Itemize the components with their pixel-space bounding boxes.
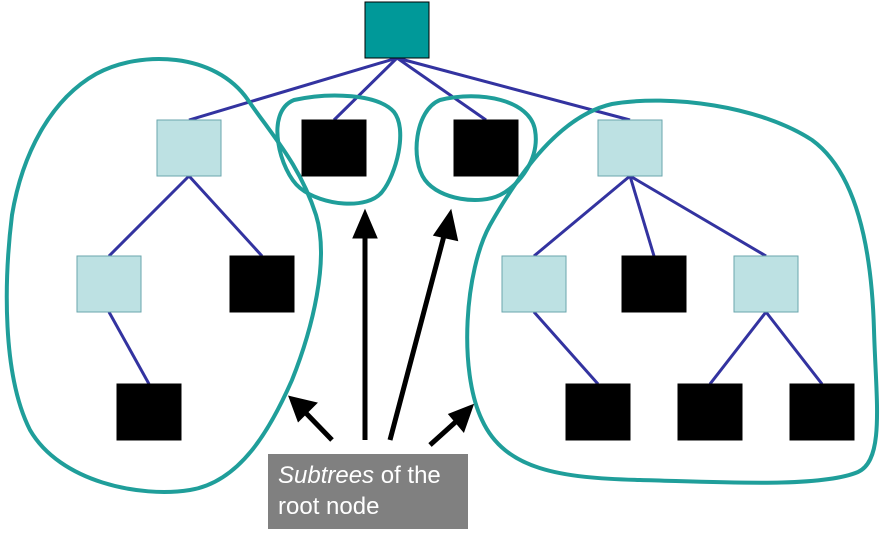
tree-edges — [107, 56, 824, 385]
node-root-root — [364, 1, 430, 59]
arrow-head-b — [352, 208, 378, 239]
node-leaf-b — [301, 119, 367, 177]
edge-d3-d32 — [764, 311, 824, 385]
subtree-outline-right — [465, 98, 880, 485]
arrow-head-c — [432, 208, 459, 242]
edge-d-d2 — [628, 175, 656, 257]
node-leaf-a11 — [116, 383, 182, 441]
arrows — [288, 208, 475, 447]
arrow-head-left — [288, 395, 318, 423]
subtree-outlines — [4, 57, 880, 494]
node-internal-d1 — [501, 255, 567, 313]
caption-rest: of the root node — [278, 462, 441, 520]
edge-a1-a11 — [107, 311, 151, 385]
caption-box: Subtrees of the root node — [268, 454, 468, 529]
node-internal-a1 — [76, 255, 142, 313]
node-leaf-c — [453, 119, 519, 177]
arrow-to-c-subtree — [387, 231, 448, 441]
node-leaf-d31 — [677, 383, 743, 441]
arrow-to-right-subtree — [428, 416, 462, 447]
subtree-outline-left — [4, 57, 323, 494]
edge-root-a — [188, 56, 398, 122]
node-internal-d — [597, 119, 663, 177]
subtree-outline-b — [275, 93, 403, 206]
edge-root-c — [396, 56, 487, 122]
edge-d3-d31 — [708, 311, 768, 385]
caption-emphasis: Subtrees — [278, 462, 375, 489]
edge-root-b — [332, 56, 399, 122]
node-internal-d3 — [733, 255, 799, 313]
node-leaf-a2 — [229, 255, 295, 313]
subtree-outline-c — [414, 94, 538, 202]
tree-nodes — [76, 1, 855, 441]
node-leaf-d32 — [789, 383, 855, 441]
node-leaf-d11 — [565, 383, 631, 441]
edge-d1-d11 — [532, 311, 600, 385]
edge-a-a2 — [187, 174, 264, 258]
arrow-head-right — [447, 403, 475, 433]
arrow-to-left-subtree — [301, 408, 334, 442]
node-internal-a — [156, 119, 222, 177]
edge-d-d1 — [533, 174, 631, 258]
node-leaf-d2 — [621, 255, 687, 313]
edge-a-a1 — [107, 174, 191, 258]
edge-d-d3 — [629, 174, 767, 258]
